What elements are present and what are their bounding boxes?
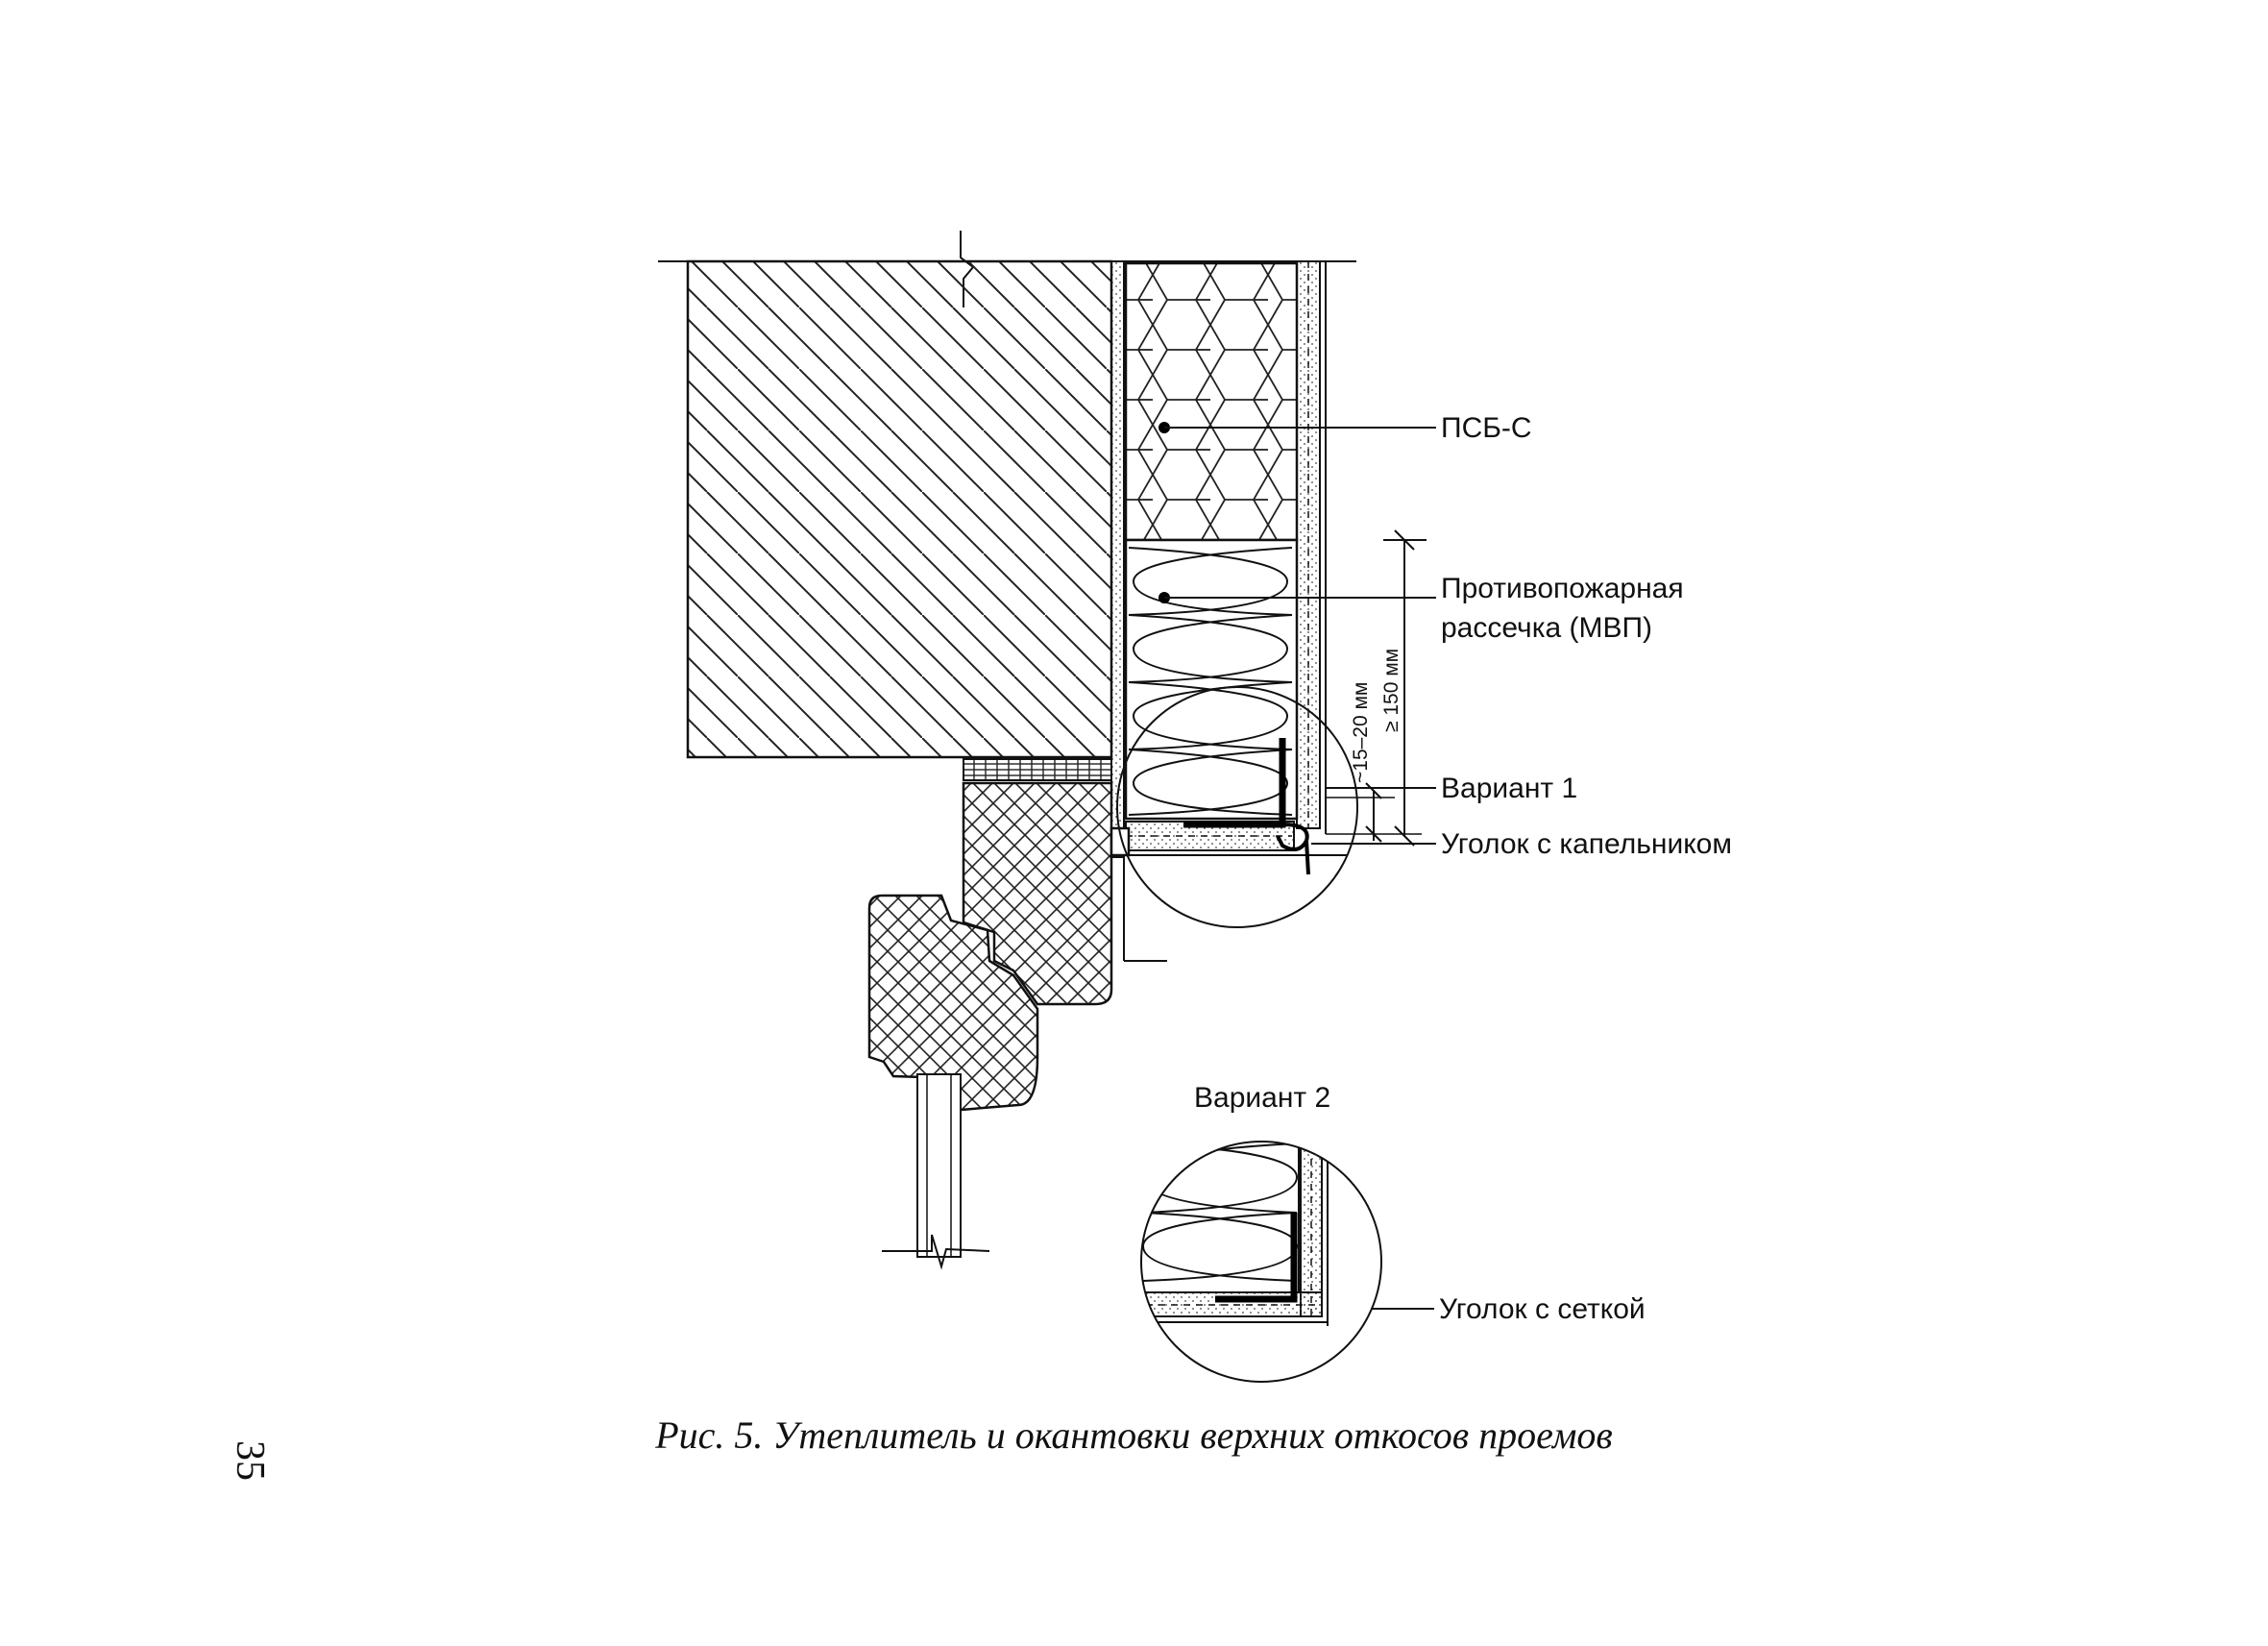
label-mesh-corner: Уголок с сеткой [1439,1293,1646,1325]
label-drip-corner: Уголок с капельником [1441,828,1732,860]
label-variant-1: Вариант 1 [1441,773,1577,804]
dimension-lines [1326,529,1427,847]
render-layers [1296,260,1327,834]
label-variant-2: Вариант 2 [1194,1082,1330,1114]
leader-lines [1158,422,1436,1310]
dimension-gap: ~15–20 мм [1350,682,1372,783]
variant-1-detail-circle [1116,686,1358,928]
label-psb-s: ПСБ-С [1441,412,1532,444]
psb-s-insulation [1124,261,1299,542]
lintel-block [962,781,1113,1006]
page-number: 35 [228,1440,272,1481]
label-fire-barrier-line-2: рассечка (МВП) [1441,612,1652,644]
label-fire-barrier-line-1: Противопожарная [1441,573,1684,604]
adhesive-layer [1110,260,1167,962]
drip-corner-profile [1183,738,1310,875]
mortar-strip [963,758,1112,781]
variant-2-detail-circle [1140,1141,1382,1383]
dimension-strip-height: ≥ 150 мм [1380,649,1402,732]
mineral-wool-fire-barrier [1124,538,1299,821]
masonry-wall [686,259,1113,759]
figure-caption: Рис. 5. Утеплитель и окантовки верхних о… [655,1413,1613,1457]
window-frame [867,894,1039,1270]
